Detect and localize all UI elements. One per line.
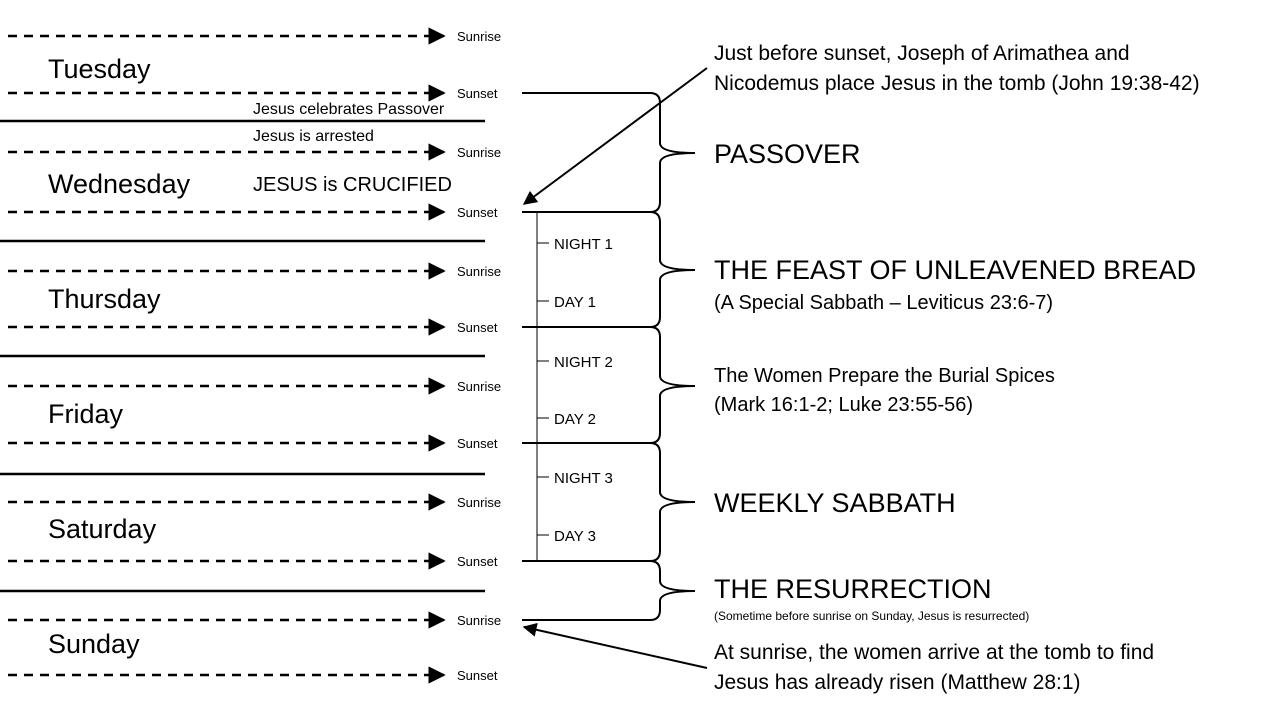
heading-feast-unleavened-bread: THE FEAST OF UNLEAVENED BREAD [714, 255, 1196, 285]
day-label-thursday: Thursday [48, 284, 161, 314]
sunrise-label: Sunrise [457, 613, 501, 628]
brace-weekly-sabbath [649, 442, 696, 562]
brace-resurrection [649, 560, 696, 621]
passion-events: Jesus celebrates Passover Jesus is arres… [253, 101, 452, 196]
resurrection-note: (Sometime before sunrise on Sunday, Jesu… [714, 609, 1029, 623]
annotation-arrows [522, 67, 708, 669]
brace-spices [649, 326, 696, 444]
sunset-label: Sunset [457, 554, 498, 569]
day-labels: Tuesday Wednesday Thursday Friday Saturd… [48, 54, 191, 659]
sunset-label: Sunset [457, 320, 498, 335]
section-braces [522, 92, 696, 621]
period-day-1: DAY 1 [554, 294, 596, 311]
day-label-sunday: Sunday [48, 629, 140, 659]
risen-note-line-2: Jesus has already risen (Matthew 28:1) [714, 671, 1081, 694]
brace-feast [649, 211, 696, 328]
sunset-label: Sunset [457, 436, 498, 451]
period-night-2: NIGHT 2 [554, 354, 613, 371]
sunrise-label: Sunrise [457, 379, 501, 394]
annotation-notes: Just before sunset, Joseph of Arimathea … [714, 42, 1200, 694]
brace-passover [649, 92, 696, 213]
period-day-3: DAY 3 [554, 528, 596, 545]
night-day-labels: NIGHT 1 DAY 1 NIGHT 2 DAY 2 NIGHT 3 DAY … [554, 236, 613, 545]
section-headings: PASSOVER THE FEAST OF UNLEAVENED BREAD (… [714, 139, 1196, 623]
sunrise-label: Sunrise [457, 495, 501, 510]
event-crucifixion: JESUS is CRUCIFIED [253, 174, 452, 196]
burial-spices-reference: (Mark 16:1-2; Luke 23:55-56) [714, 394, 973, 416]
sunset-label: Sunset [457, 205, 498, 220]
heading-weekly-sabbath: WEEKLY SABBATH [714, 488, 956, 518]
event-arrest: Jesus is arrested [253, 128, 374, 145]
tomb-note-line-1: Just before sunset, Joseph of Arimathea … [714, 42, 1130, 65]
sunset-label: Sunset [457, 668, 498, 683]
day-divider-lines [0, 119, 485, 593]
sunrise-label: Sunrise [457, 29, 501, 44]
period-night-1: NIGHT 1 [554, 236, 613, 253]
heading-burial-spices: The Women Prepare the Burial Spices [714, 365, 1055, 387]
day-label-friday: Friday [48, 399, 124, 429]
feast-special-sabbath-note: (A Special Sabbath – Leviticus 23:6-7) [714, 292, 1053, 314]
sunset-label: Sunset [457, 86, 498, 101]
dashed-time-lines [8, 27, 446, 684]
heading-passover: PASSOVER [714, 139, 861, 169]
day-label-tuesday: Tuesday [48, 54, 151, 84]
time-markers: Sunrise Sunset Sunrise Sunset Sunrise Su… [457, 29, 501, 683]
period-night-3: NIGHT 3 [554, 470, 613, 487]
night-day-braces [536, 212, 549, 561]
day-label-wednesday: Wednesday [48, 169, 191, 199]
tomb-arrow [522, 67, 708, 205]
sunrise-label: Sunrise [457, 145, 501, 160]
day-label-saturday: Saturday [48, 514, 157, 544]
sunrise-label: Sunrise [457, 264, 501, 279]
risen-note-line-1: At sunrise, the women arrive at the tomb… [714, 641, 1154, 664]
period-day-2: DAY 2 [554, 411, 596, 428]
risen-arrow [522, 622, 708, 669]
event-passover-meal: Jesus celebrates Passover [253, 101, 445, 118]
heading-resurrection: THE RESURRECTION [714, 574, 992, 604]
tomb-note-line-2: Nicodemus place Jesus in the tomb (John … [714, 72, 1200, 95]
